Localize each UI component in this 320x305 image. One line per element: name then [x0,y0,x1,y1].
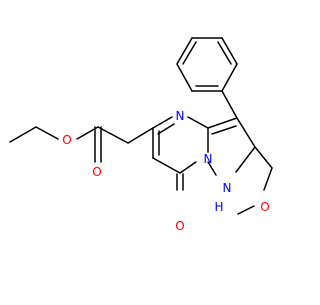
bond-ch2-ring [127,127,154,144]
bond-ethyl-ch2 [35,126,59,140]
bond-c7-c6 [152,157,181,174]
bond-n1-n8 [207,161,217,176]
atom-n-pyrimidine: N [176,109,185,123]
atom-n-bridge: N [204,152,213,166]
bond-phenyl-4 [176,37,193,65]
bond-c3a-c3-double-inner [211,125,237,135]
bond-ch2-o [263,167,273,191]
bond-c2-n1 [235,146,256,173]
atom-nh: N [223,181,232,195]
bond-c3-c2 [236,117,256,148]
atom-o-ester: O [62,133,71,147]
atom-h: H [214,200,223,214]
bond-ethyl-ch3 [9,126,37,143]
bond-c5-n4-double-inner [157,123,175,135]
bond-phenyl-2 [221,37,238,65]
bond-n4-c3a [187,116,209,129]
atom-o-carbonyl: O [92,165,101,179]
bond-c2-ch2 [254,146,273,169]
atom-o-methoxy: O [260,200,269,214]
bond-phenyl-inner-b [182,41,197,65]
bond-o-ch3 [237,205,255,215]
bond-n8-c7 [179,161,197,174]
bond-phenyl-1 [221,63,238,92]
bond-carbonyl-ch2 [97,126,129,144]
atom-labels: O O N N N H O O [62,109,269,233]
bond-lines [9,37,273,215]
bond-c5-n4-double [152,116,173,129]
bond-phenyl-inner-a [217,41,232,65]
bond-c3-phenyl [221,90,238,119]
bond-phenyl-5 [176,63,193,92]
molecule-structure: O O N N N H O O [9,37,273,233]
atom-o-keto: O [175,219,184,233]
bond-c3a-c3-double [207,117,238,129]
